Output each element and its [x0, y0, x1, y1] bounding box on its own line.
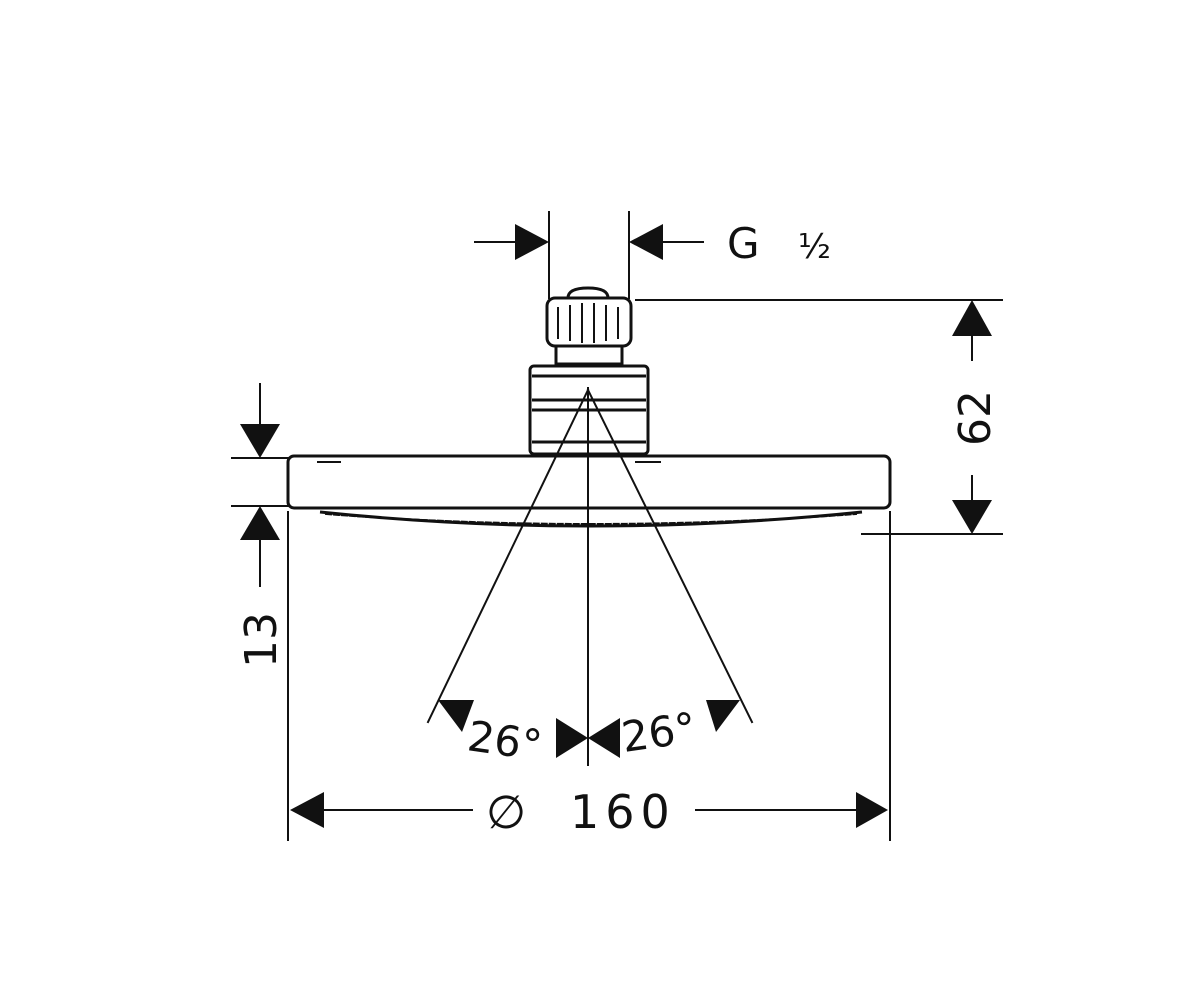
- thread-arrow-right: [629, 224, 663, 260]
- spray-angle-left-label: 26°: [465, 711, 546, 770]
- angle-arrow-inner-left: [556, 718, 588, 758]
- diameter-arrow-left: [290, 792, 324, 828]
- nozzle-row: [324, 512, 858, 525]
- angle-arrow-inner-right: [588, 718, 620, 758]
- thread-fraction: ½: [798, 227, 831, 267]
- diameter-arrow-right: [856, 792, 888, 828]
- thread-arrow-left: [515, 224, 549, 260]
- thread-label: G: [727, 219, 760, 268]
- spray-line-right: [586, 388, 754, 724]
- spray-angle-right-label: 26°: [619, 703, 700, 762]
- height-arrow-top: [952, 300, 992, 336]
- thickness-arrow-bottom: [240, 506, 280, 540]
- connector-neck: [554, 344, 624, 366]
- diameter-label: 160: [570, 785, 676, 839]
- angle-arrow-outer-right: [706, 700, 740, 732]
- thickness-label: 13: [236, 612, 287, 668]
- diameter-symbol: ∅: [486, 785, 526, 839]
- spray-line-left: [426, 388, 590, 724]
- height-arrow-bottom: [952, 500, 992, 534]
- connector-top-dome: [566, 286, 610, 299]
- diameter-dimension: ∅ 160: [287, 511, 891, 841]
- height-label: 62: [950, 390, 1001, 446]
- thread-dimension: G ½: [474, 211, 831, 299]
- height-dimension: 62: [635, 299, 1003, 535]
- spray-geometry: 26° 26°: [426, 387, 754, 770]
- angle-arrow-outer-left: [438, 700, 474, 732]
- thickness-dimension: 13: [231, 383, 289, 668]
- thickness-arrow-top: [240, 424, 280, 458]
